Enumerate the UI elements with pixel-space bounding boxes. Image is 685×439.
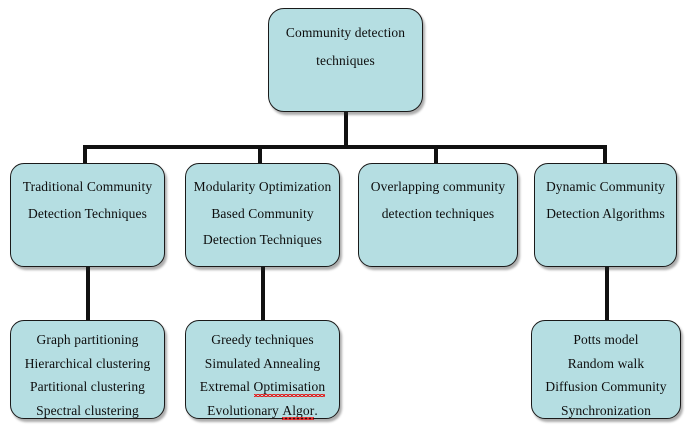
node-text-line: Evolutionary Algor. xyxy=(207,402,318,420)
node-overlapping-community-detection-techniques[interactable]: Overlapping community detection techniqu… xyxy=(358,163,518,267)
node-text-line: Modularity Optimization xyxy=(193,179,332,194)
node-text-line: Based Community xyxy=(211,205,314,221)
node-text-line: Detection Algorithms xyxy=(546,205,665,221)
node-text-suffix: . xyxy=(314,402,318,418)
node-text-line: Overlapping community xyxy=(370,179,506,194)
node-text-line: techniques xyxy=(316,52,375,68)
node-dynamic-techniques-list[interactable]: Potts model Random walk Diffusion Commun… xyxy=(531,320,681,419)
connector-bus-to-modularity xyxy=(258,145,262,165)
node-text-line: Diffusion Community xyxy=(545,379,667,394)
spellcheck-misspelled-word: Algor xyxy=(282,402,315,420)
node-text-line: Spectral clustering xyxy=(36,402,139,418)
node-text-line: Graph partitioning xyxy=(36,332,139,347)
spellcheck-misspelled-word: Optimisation xyxy=(253,379,326,396)
connector-horizontal-bus xyxy=(83,145,607,149)
node-text-line: Simulated Annealing xyxy=(204,355,321,371)
connector-dynamic-to-leaf xyxy=(605,265,609,322)
node-text-line: Dynamic Community xyxy=(545,179,666,194)
node-text-line: Partitional clustering xyxy=(29,379,146,394)
node-text-line: Detection Techniques xyxy=(203,232,322,247)
connector-modularity-to-leaf xyxy=(261,265,265,322)
node-text-line: Greedy techniques xyxy=(211,332,314,347)
node-text-line: Random walk xyxy=(567,355,645,371)
node-text-line: Synchronization xyxy=(561,402,651,418)
node-modularity-optimization-based-community-detection-techniques[interactable]: Modularity Optimization Based Community … xyxy=(185,163,340,267)
connector-traditional-to-leaf xyxy=(86,265,90,322)
node-text-line: Potts model xyxy=(573,332,639,347)
node-text-plain: Evolutionary xyxy=(207,402,283,418)
connector-bus-to-dynamic xyxy=(603,145,607,165)
node-text-line: Hierarchical clustering xyxy=(24,355,151,371)
node-text-plain: Extremal xyxy=(199,379,254,394)
node-text-line: Extremal Optimisation xyxy=(199,379,326,396)
node-community-detection-techniques[interactable]: Community detection techniques xyxy=(268,8,423,112)
connector-root-to-bus xyxy=(344,110,348,149)
node-traditional-techniques-list[interactable]: Graph partitioning Hierarchical clusteri… xyxy=(10,320,165,419)
node-dynamic-community-detection-algorithms[interactable]: Dynamic Community Detection Algorithms xyxy=(534,163,677,267)
node-text-line: Detection Techniques xyxy=(28,205,147,221)
connector-bus-to-traditional xyxy=(83,145,87,165)
node-text-line: Traditional Community xyxy=(22,179,153,194)
node-text-line: Community detection xyxy=(285,25,406,40)
node-traditional-community-detection-techniques[interactable]: Traditional Community Detection Techniqu… xyxy=(10,163,165,267)
connector-bus-to-overlapping xyxy=(434,145,438,165)
node-modularity-techniques-list[interactable]: Greedy techniques Simulated Annealing Ex… xyxy=(185,320,340,420)
node-text-line: detection techniques xyxy=(381,205,495,221)
